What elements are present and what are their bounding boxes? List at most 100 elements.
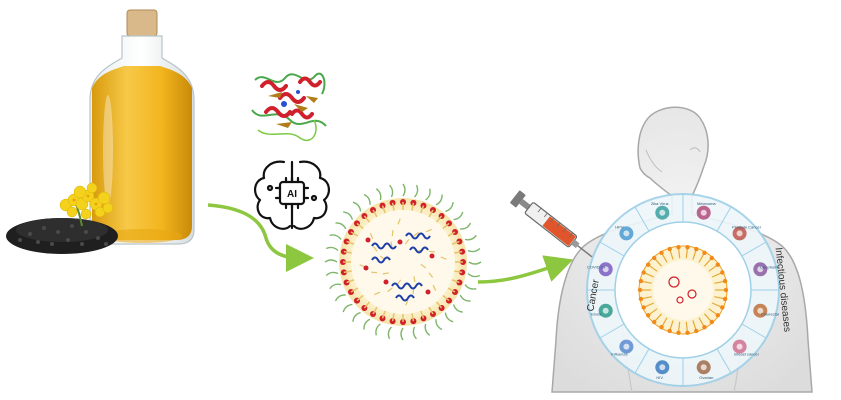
bottle-base <box>102 229 182 243</box>
segment-label: Lymphoma <box>760 265 780 270</box>
inner-lipid <box>396 279 402 286</box>
lipid-tail <box>442 222 450 230</box>
lipid-tail <box>411 202 415 211</box>
peg-chain <box>363 193 371 205</box>
peg-chain <box>468 261 482 265</box>
lipid-tail <box>363 215 371 223</box>
segment-label: Ovarian <box>699 375 713 380</box>
wheel-lipid-head <box>652 255 657 261</box>
segment-icon <box>598 303 613 318</box>
inner-lipid <box>372 246 378 252</box>
wheel-lipid-tail <box>644 272 655 278</box>
wheel-lipid-head <box>694 246 699 252</box>
mustard-seeds <box>6 218 118 254</box>
lipid-tail <box>451 240 460 245</box>
arrow-lnp-to-body <box>477 255 574 284</box>
peg-chain <box>387 326 393 340</box>
bottle-highlight <box>103 95 113 205</box>
lipid-tail <box>420 310 425 319</box>
peg-chain <box>400 327 404 341</box>
inner-lipid <box>405 299 409 306</box>
peg-chain <box>452 304 463 313</box>
peg-chain <box>375 188 382 201</box>
inner-lipid <box>432 284 437 291</box>
lipid-tail <box>381 310 386 319</box>
wheel-lipid-head <box>641 270 646 275</box>
peg-chain <box>413 184 419 198</box>
segment-label: COVID-19 <box>587 265 606 270</box>
segment-icon <box>753 262 768 277</box>
wheel-lipid-tail <box>711 302 722 308</box>
lipid-tail <box>442 294 450 302</box>
wheel-lipid-head <box>709 255 714 261</box>
peg-chain <box>352 201 362 212</box>
peg-chain <box>435 194 443 206</box>
peg-chain <box>329 283 342 290</box>
oil-liquid <box>92 66 192 240</box>
wheel-lipid-head <box>659 250 664 255</box>
inner-lipid <box>382 272 389 275</box>
wheel-lipid-head <box>652 319 657 325</box>
wheel-lipid-tail <box>711 272 722 278</box>
lipid-tail <box>350 287 359 293</box>
peg-chain <box>329 234 342 240</box>
inner-lipid <box>374 291 381 296</box>
wheel-lipid-tail <box>641 280 652 284</box>
wheel-divider <box>741 241 767 257</box>
wheel-lipid-tail <box>661 317 668 327</box>
lipid-tail <box>346 240 355 245</box>
wheel-divider <box>634 348 650 374</box>
bottle-cork <box>126 9 158 37</box>
wheel-divider <box>741 323 767 339</box>
inner-lipid <box>440 256 447 260</box>
peg-chain <box>402 183 406 197</box>
lipid-tail <box>411 313 415 322</box>
wheel-lipid-head <box>709 319 714 325</box>
wheel-lipid-tail <box>708 308 718 316</box>
peg-chain <box>435 319 443 331</box>
peg-chain <box>325 271 339 277</box>
lipid-tail <box>435 301 443 309</box>
wheel-divider <box>716 348 732 374</box>
oil-bottle <box>89 9 195 245</box>
wheel-divider <box>634 206 650 232</box>
segment-label: Colorectal <box>761 311 779 316</box>
wheel-lipid-tail <box>714 296 725 300</box>
peg-chain <box>334 294 346 302</box>
peg-chain <box>343 211 354 220</box>
segment-icon <box>655 205 670 220</box>
wheel-lipid-tail <box>692 320 697 331</box>
lipid-tail <box>356 222 364 230</box>
inner-lipid <box>387 287 393 293</box>
lipid-tail <box>451 279 460 284</box>
inner-lipid <box>391 230 394 237</box>
peg-chain <box>324 259 338 263</box>
segment-icons <box>598 205 768 375</box>
peg-chain <box>424 323 431 336</box>
lipid-shell <box>340 199 466 325</box>
wheel-lipid-head <box>637 287 643 293</box>
wheel-lipid-head <box>659 325 664 330</box>
peg-chain <box>352 311 361 322</box>
lipid-tail <box>420 205 425 214</box>
wheel-lipid-head <box>702 250 707 255</box>
segment-label: Prostate Cancer <box>732 224 762 229</box>
wheel-lipid-tail <box>654 313 663 322</box>
wheel-lipid-tail <box>654 258 663 267</box>
wheel-lipid-head <box>646 262 651 267</box>
lipid-tail <box>372 209 378 218</box>
peg-chain <box>464 234 477 241</box>
lipid-tail <box>428 209 434 218</box>
wheel-lipid-head <box>723 287 729 293</box>
wheel-lipid-head <box>638 278 644 284</box>
peg-chain <box>335 222 347 230</box>
wheel-lipid-head <box>722 278 728 284</box>
peg-chain <box>425 188 431 201</box>
mustard-flower <box>59 182 114 227</box>
arrow-oil-to-lnp <box>207 203 314 272</box>
segment-icon <box>619 226 634 241</box>
wheel-lipid-head <box>676 330 681 335</box>
wheel-lipid-head <box>720 305 725 310</box>
peg-chain <box>459 294 471 302</box>
